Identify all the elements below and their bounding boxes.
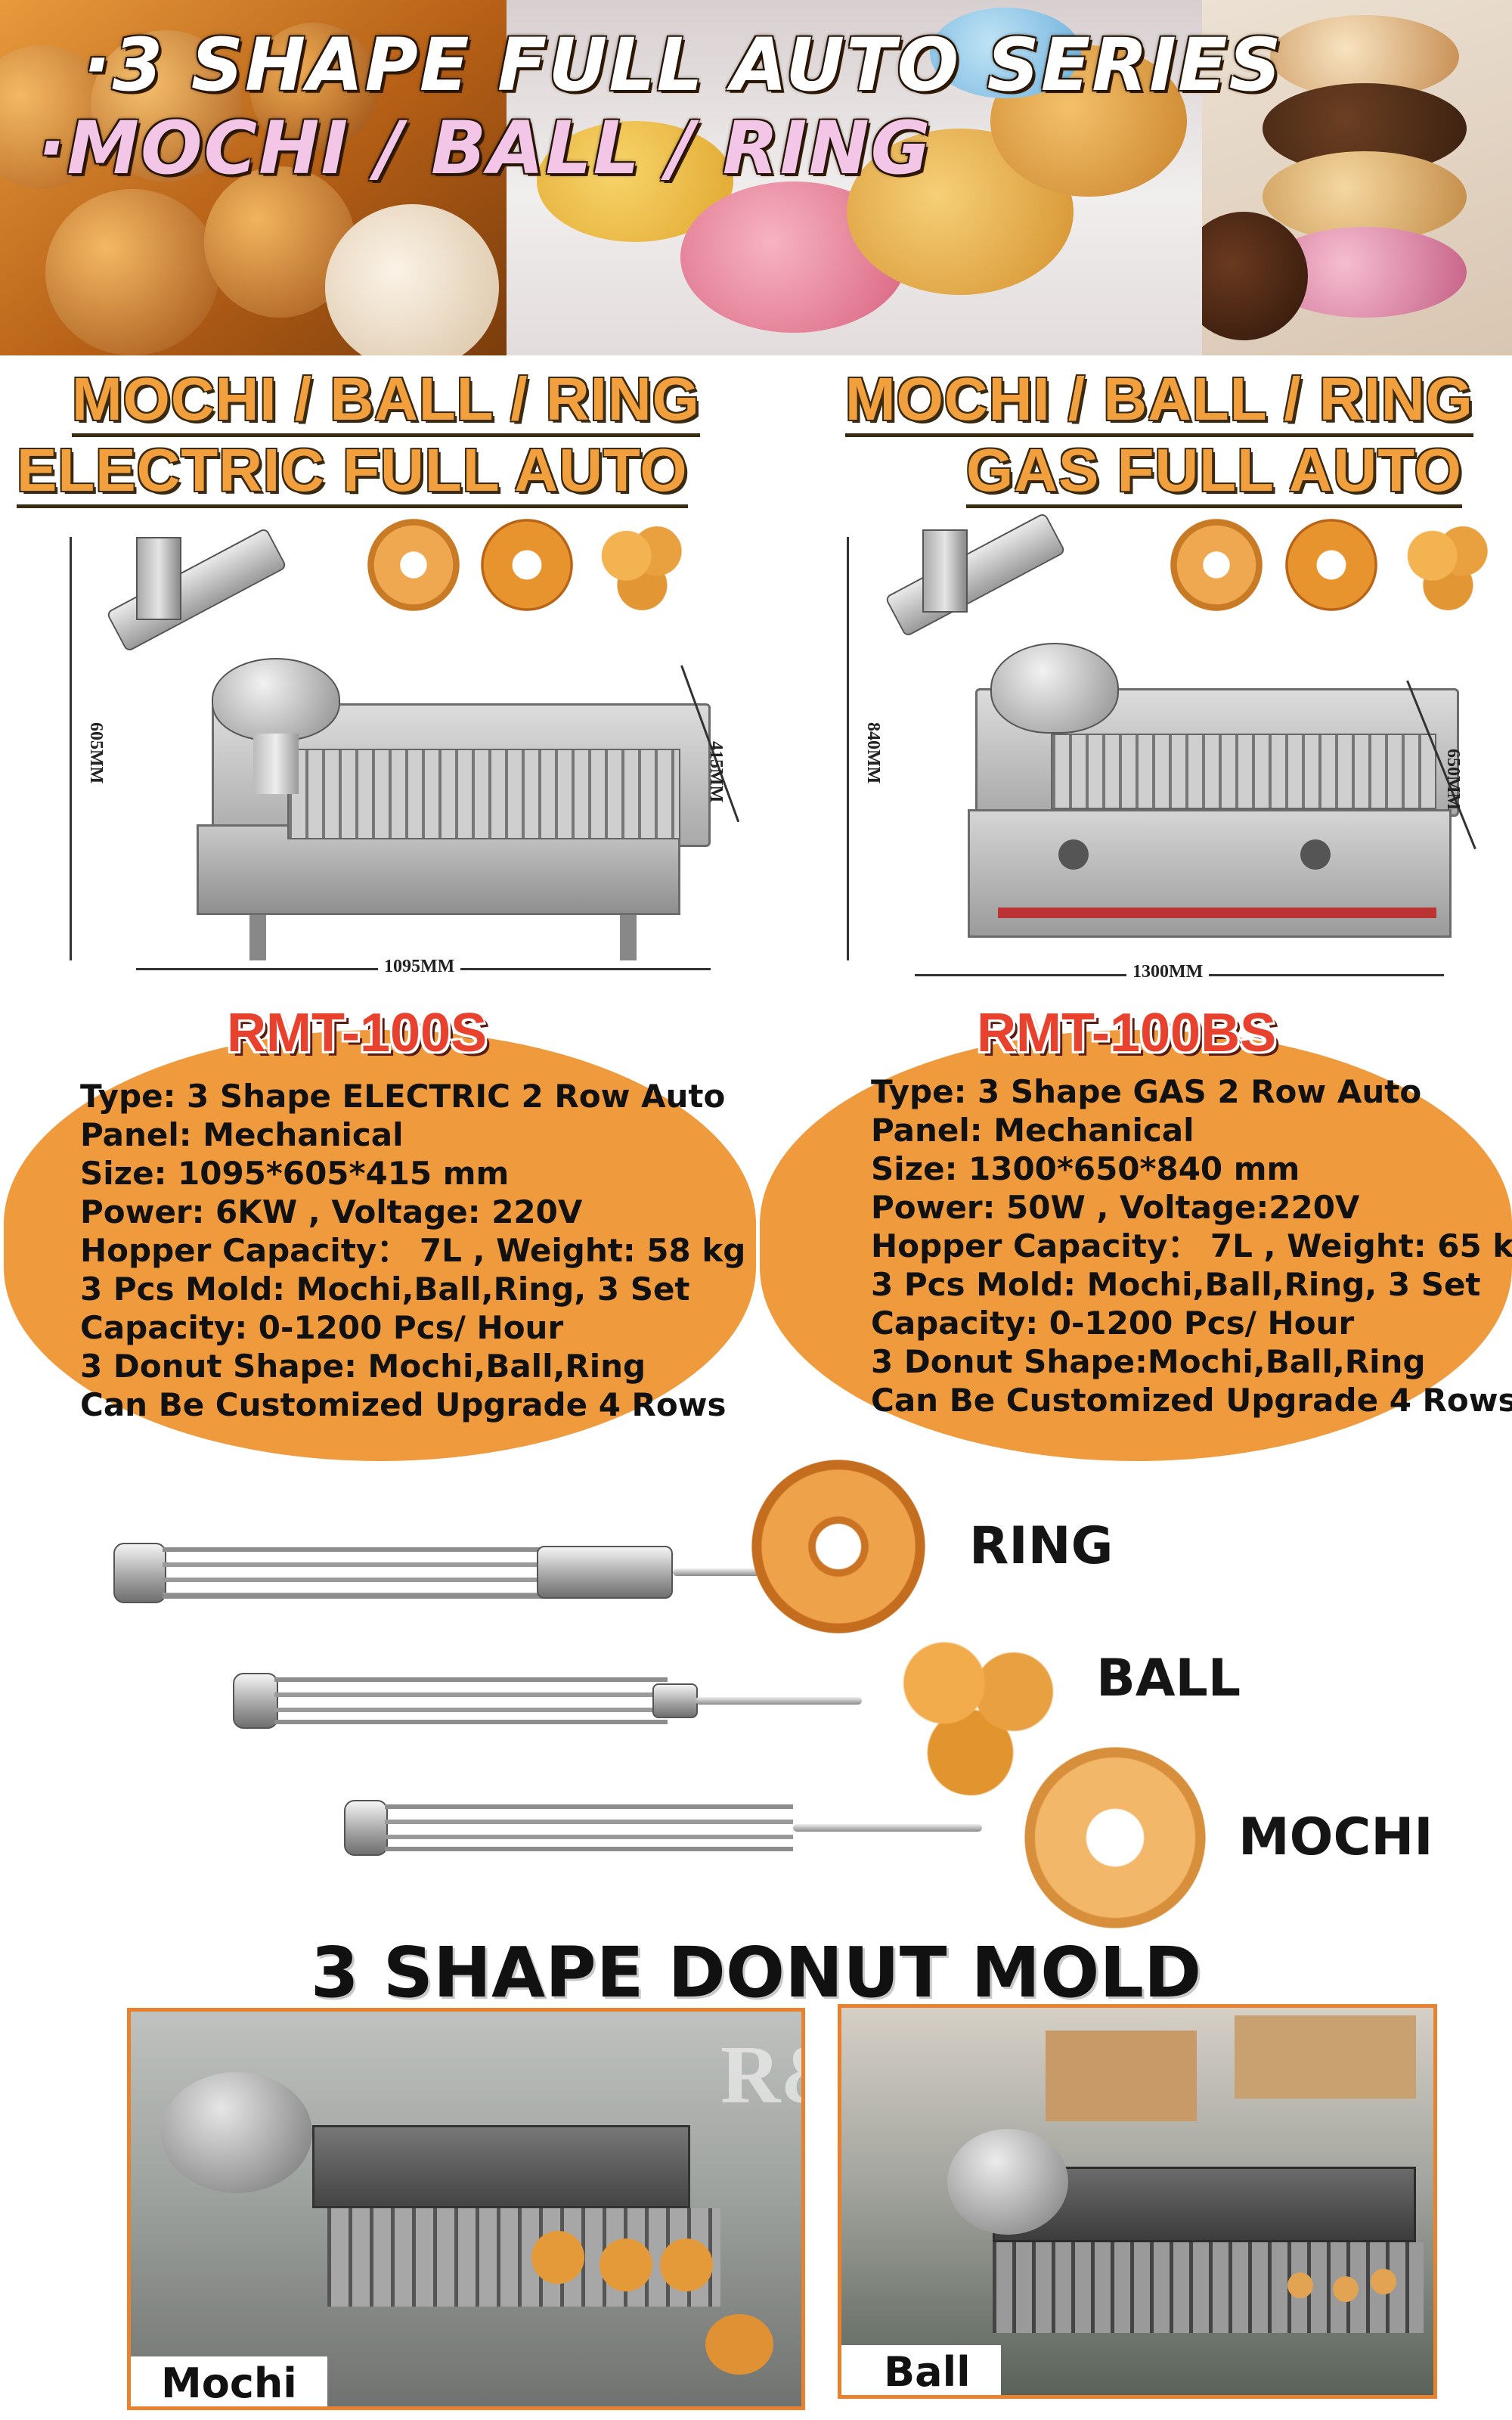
electric-spec-line: Hopper Capacity： 7L , Weight: 58 kg [80, 1232, 746, 1269]
gas-spec-line: Panel: Mechanical [871, 1112, 1194, 1149]
ball-donut-icon [892, 1622, 1066, 1796]
gas-heading-shapes: MOCHI / BALL / RING [845, 369, 1473, 437]
electric-height-dim: 605MM [86, 722, 106, 784]
mochi-label: MOCHI [1238, 1807, 1433, 1867]
gas-spec-line: Power: 50W , Voltage:220V [871, 1189, 1360, 1226]
gas-width-dim: 1300MM [1126, 962, 1210, 982]
donut-mold-title: 3 SHAPE DONUT MOLD [310, 1932, 1202, 2013]
gas-heading-type: GAS FULL AUTO [966, 440, 1462, 508]
electric-spec-line: Can Be Customized Upgrade 4 Rows [80, 1386, 727, 1423]
electric-ball-donut-icon [594, 519, 686, 611]
gas-depth-dim: 650MM [1443, 749, 1463, 811]
gas-spec-line: 3 Donut Shape:Mochi,Ball,Ring [871, 1343, 1426, 1380]
banner-series-title: ·3 SHAPE FULL AUTO SERIES [83, 23, 1283, 107]
gas-machine-illustration: 840MM 650MM 1300MM [832, 512, 1512, 983]
gas-spec-line: Can Be Customized Upgrade 4 Rows [871, 1382, 1512, 1419]
mochi-donut-icon [1024, 1747, 1206, 1928]
electric-spec-line: Power: 6KW , Voltage: 220V [80, 1193, 583, 1230]
fried-donut-balls-photo [0, 0, 507, 355]
mochi-donuts-photo [507, 0, 1202, 355]
gas-spec-line: Size: 1300*650*840 mm [871, 1150, 1300, 1187]
mochi-production-photo: R&M Mochi [127, 2008, 805, 2410]
ring-mold [113, 1543, 869, 1611]
gas-height-dim: 840MM [863, 722, 883, 784]
gas-spec-line: Type: 3 Shape GAS 2 Row Auto [871, 1073, 1422, 1110]
electric-spec-line: 3 Donut Shape: Mochi,Ball,Ring [80, 1348, 646, 1385]
electric-depth-dim: 415MM [706, 741, 726, 803]
banner-shapes-title: ·MOCHI / BALL / RING [38, 106, 932, 191]
mochi-mold [344, 1800, 987, 1860]
gas-spec-line: Capacity: 0-1200 Pcs/ Hour [871, 1305, 1355, 1342]
electric-heading-type: ELECTRIC FULL AUTO [17, 440, 688, 508]
gas-model-number: RMT-100BS [977, 1003, 1277, 1063]
ball-production-photo: Ball [838, 2004, 1437, 2399]
gas-mochi-donut-icon [1170, 519, 1263, 611]
electric-spec-line: Size: 1095*605*415 mm [80, 1155, 510, 1192]
ring-donut-icon [751, 1460, 925, 1634]
electric-heading-shapes: MOCHI / BALL / RING [72, 369, 700, 437]
gas-spec-panel [760, 1030, 1512, 1461]
electric-mochi-donut-icon [367, 519, 460, 611]
electric-ring-donut-icon [481, 519, 573, 611]
hero-banner: ·3 SHAPE FULL AUTO SERIES ·MOCHI / BALL … [0, 0, 1512, 355]
electric-model-number: RMT-100S [227, 1003, 488, 1063]
watermark-text: R&M [720, 2028, 801, 2121]
ball-mold [233, 1673, 862, 1733]
electric-width-dim: 1095MM [378, 957, 461, 977]
gas-spec-line: 3 Pcs Mold: Mochi,Ball,Ring, 3 Set [871, 1266, 1481, 1303]
electric-spec-line: 3 Pcs Mold: Mochi,Ball,Ring, 3 Set [80, 1270, 690, 1308]
ball-photo-caption: Ball [841, 2345, 1001, 2395]
electric-spec-panel [4, 1030, 756, 1461]
gas-ring-donut-icon [1285, 519, 1377, 611]
gas-ball-donut-icon [1400, 519, 1492, 611]
ring-label: RING [969, 1516, 1114, 1576]
electric-machine-illustration: 605MM 415MM 1095MM [60, 522, 741, 983]
electric-spec-line: Panel: Mechanical [80, 1116, 404, 1153]
mochi-photo-caption: Mochi [131, 2356, 327, 2406]
electric-spec-line: Type: 3 Shape ELECTRIC 2 Row Auto [80, 1078, 726, 1115]
ball-label: BALL [1096, 1649, 1241, 1708]
stacked-donuts-photo [1202, 0, 1512, 355]
electric-spec-line: Capacity: 0-1200 Pcs/ Hour [80, 1309, 564, 1346]
gas-spec-line: Hopper Capacity： 7L , Weight: 65 kg [871, 1227, 1512, 1264]
